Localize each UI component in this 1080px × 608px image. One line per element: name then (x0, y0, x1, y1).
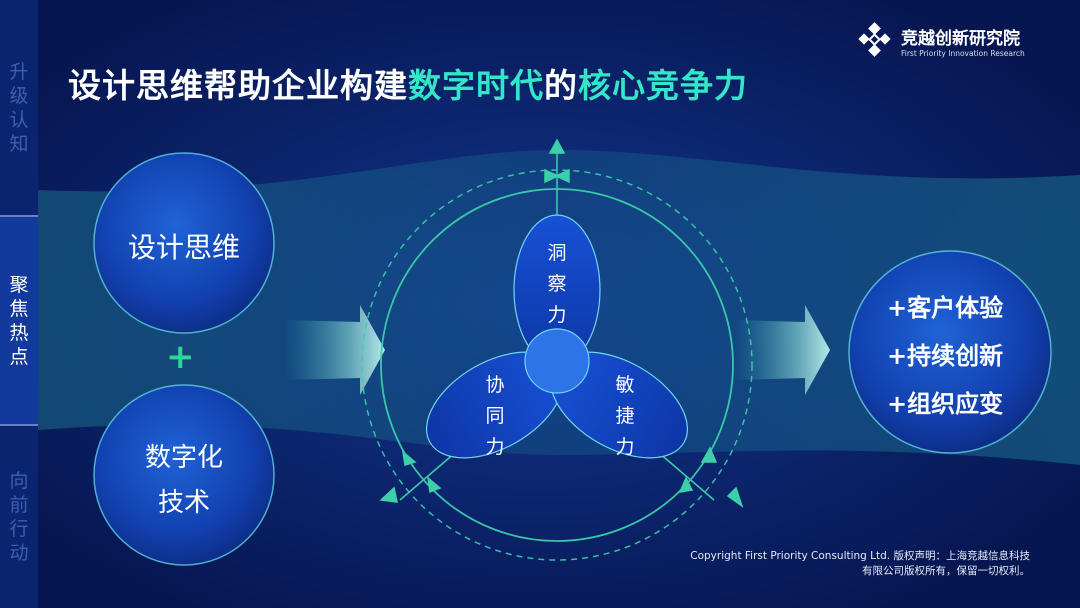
sidebar-char: 点 (9, 345, 29, 368)
copyright-notice: Copyright First Priority Consulting Ltd.… (690, 549, 1030, 579)
logo-name: 竞越创新研究院 (901, 29, 1020, 49)
title-text: 的 (544, 66, 578, 105)
copyright-line: 有限公司版权所有，保留一切权利。 (862, 565, 1030, 577)
outcome-continuous-innovation: +持续创新 (887, 342, 1004, 370)
sidebar-char: 认 (9, 108, 29, 131)
logo-english: First Priority Innovation Research (901, 49, 1025, 58)
sidebar-item-upgrade-cognition[interactable]: 升 级 认 知 (0, 0, 38, 215)
sidebar-char: 动 (9, 542, 29, 564)
outcome-customer-experience: +客户体验 (887, 294, 1004, 322)
sidebar-char: 焦 (9, 297, 29, 320)
sidebar-char: 升 (9, 60, 29, 83)
petal-char: 敏 (615, 374, 635, 396)
outcome-organizational-agility: +组织应变 (887, 390, 1004, 418)
input-digital-line1: 数字化 (144, 443, 223, 473)
sidebar-char: 热 (9, 321, 29, 344)
petal-char: 力 (547, 304, 567, 326)
title-text: 设计思维帮助企业构建 (68, 66, 408, 105)
sidebar: 升 级 认 知 聚 焦 热 点 向 前 行 动 (0, 0, 38, 608)
title-highlight: 核心竞争力 (578, 66, 748, 105)
plus-icon: + (166, 337, 195, 377)
logo-icon (858, 22, 891, 57)
petal-agility: 敏 捷 力 (610, 370, 640, 463)
sidebar-divider (0, 424, 38, 426)
sidebar-divider (0, 215, 38, 217)
sidebar-item-focus-hotspots[interactable]: 聚 焦 热 点 (0, 217, 38, 424)
sidebar-char: 前 (9, 494, 29, 516)
sidebar-char: 聚 (9, 273, 29, 296)
petal-char: 力 (615, 436, 635, 458)
sidebar-item-move-forward[interactable]: 向 前 行 动 (0, 426, 38, 608)
brand-logo: 竞越创新研究院 First Priority Innovation Resear… (856, 22, 1036, 62)
petal-char: 捷 (615, 405, 635, 427)
copyright-line: Copyright First Priority Consulting Ltd.… (690, 550, 1030, 562)
title-highlight: 数字时代 (408, 66, 544, 105)
sidebar-char: 行 (9, 518, 29, 540)
page-title: 设计思维帮助企业构建数字时代的核心竞争力 (68, 59, 748, 107)
petal-char: 同 (485, 405, 505, 427)
petal-char: 力 (485, 436, 505, 458)
input-design-thinking: 设计思维 (127, 231, 240, 264)
sidebar-char: 向 (9, 470, 29, 492)
petal-char: 协 (485, 374, 505, 396)
petal-char: 洞 (547, 242, 567, 264)
petal-collaboration: 协 同 力 (480, 370, 510, 463)
petal-insight: 洞 察 力 (542, 238, 572, 331)
input-digital-line2: 技术 (157, 488, 210, 518)
sidebar-char: 级 (9, 84, 29, 107)
sidebar-char: 知 (9, 132, 29, 155)
petal-char: 察 (547, 273, 567, 295)
